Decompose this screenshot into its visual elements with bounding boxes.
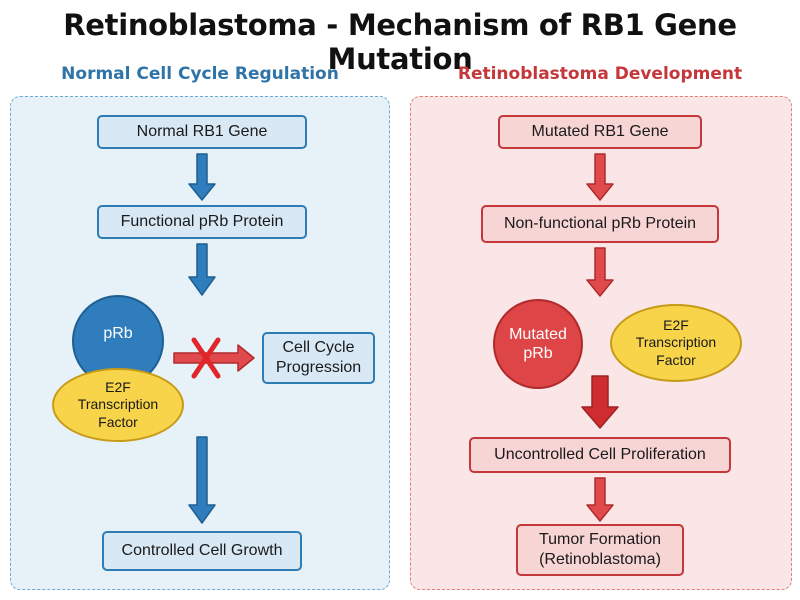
normal-rb1-gene-box: Normal RB1 Gene: [97, 115, 307, 149]
functional-prb-protein-box: Functional pRb Protein: [97, 205, 307, 239]
prb-label: pRb: [103, 325, 133, 343]
retinoblastoma-arrows: [581, 153, 619, 522]
non-functional-prb-protein-box: Non-functional pRb Protein: [481, 205, 719, 243]
controlled-cell-growth-box: Controlled Cell Growth: [102, 531, 302, 571]
arrow-to-proliferation: [581, 375, 619, 429]
mutated-prb-circle: Mutated pRb: [493, 299, 583, 389]
retinoblastoma-heading: Retinoblastoma Development: [457, 64, 743, 84]
diagram-title: Retinoblastoma - Mechanism of RB1 Gene M…: [63, 8, 737, 76]
arrow-mutated-gene-to-protein: [586, 153, 614, 201]
cell-cycle-progression-box: Cell Cycle Progression: [262, 332, 375, 384]
normal-heading: Normal Cell Cycle Regulation: [61, 64, 339, 84]
tumor-formation-box: Tumor Formation (Retinoblastoma): [516, 524, 684, 576]
e2f-oval-mutated: E2F Transcription Factor: [610, 304, 742, 382]
arrow-protein-to-complex: [188, 243, 216, 296]
e2f-oval-normal: E2F Transcription Factor: [52, 368, 184, 442]
mutated-rb1-gene-box: Mutated RB1 Gene: [498, 115, 702, 149]
arrow-to-cell-cycle: [173, 344, 255, 372]
arrow-proliferation-to-tumor: [586, 477, 614, 522]
normal-arrows: [173, 153, 255, 524]
arrow-protein-to-mutated-prb: [586, 247, 614, 297]
arrow-complex-to-growth: [188, 436, 216, 524]
arrow-gene-to-protein: [188, 153, 216, 201]
uncontrolled-proliferation-box: Uncontrolled Cell Proliferation: [469, 437, 731, 473]
x-cross-icon: [191, 337, 221, 379]
